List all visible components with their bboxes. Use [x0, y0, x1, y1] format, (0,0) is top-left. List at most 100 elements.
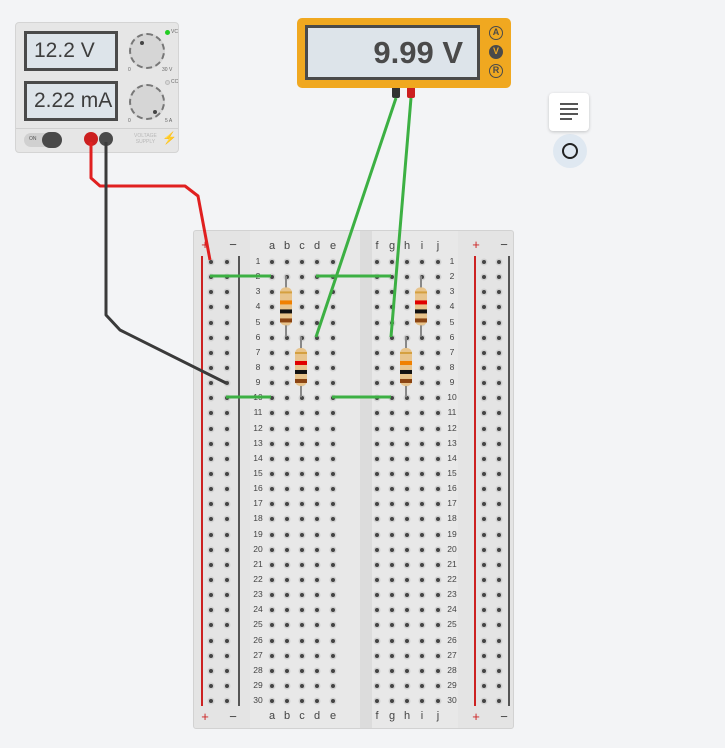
breadboard-hole[interactable]	[375, 683, 379, 688]
breadboard-hole[interactable]	[315, 426, 319, 431]
breadboard-hole[interactable]	[300, 699, 304, 704]
breadboard-hole[interactable]	[270, 668, 274, 673]
breadboard-hole[interactable]	[270, 653, 274, 658]
probe-negative[interactable]	[392, 88, 400, 98]
breadboard-hole[interactable]	[209, 365, 213, 370]
breadboard-hole[interactable]	[315, 653, 319, 658]
breadboard-hole[interactable]	[209, 608, 213, 613]
breadboard-hole[interactable]	[225, 320, 229, 325]
breadboard-hole[interactable]	[375, 699, 379, 704]
breadboard-hole[interactable]	[375, 562, 379, 567]
probe-positive[interactable]	[407, 88, 415, 98]
breadboard-hole[interactable]	[270, 275, 274, 280]
breadboard-hole[interactable]	[497, 532, 501, 537]
breadboard-hole[interactable]	[315, 365, 319, 370]
breadboard-hole[interactable]	[300, 456, 304, 461]
breadboard-hole[interactable]	[270, 699, 274, 704]
breadboard-hole[interactable]	[482, 562, 486, 567]
breadboard-hole[interactable]	[315, 638, 319, 643]
breadboard-hole[interactable]	[390, 623, 394, 628]
breadboard-hole[interactable]	[315, 487, 319, 492]
breadboard-hole[interactable]	[420, 441, 424, 446]
breadboard-hole[interactable]	[331, 683, 335, 688]
breadboard-hole[interactable]	[300, 547, 304, 552]
breadboard-hole[interactable]	[497, 471, 501, 476]
breadboard-hole[interactable]	[270, 320, 274, 325]
breadboard-hole[interactable]	[270, 562, 274, 567]
positive-terminal[interactable]	[84, 132, 98, 146]
breadboard-hole[interactable]	[300, 532, 304, 537]
breadboard-hole[interactable]	[375, 335, 379, 340]
breadboard-hole[interactable]	[285, 547, 289, 552]
power-switch[interactable]: ON	[24, 132, 62, 148]
breadboard-hole[interactable]	[375, 290, 379, 295]
breadboard-hole[interactable]	[285, 335, 289, 340]
breadboard-hole[interactable]	[436, 305, 440, 310]
breadboard-hole[interactable]	[285, 638, 289, 643]
breadboard-hole[interactable]	[331, 456, 335, 461]
breadboard-hole[interactable]	[270, 350, 274, 355]
breadboard-hole[interactable]	[270, 623, 274, 628]
breadboard-hole[interactable]	[405, 653, 409, 658]
breadboard-hole[interactable]	[405, 668, 409, 673]
breadboard-hole[interactable]	[225, 668, 229, 673]
breadboard-hole[interactable]	[405, 441, 409, 446]
breadboard-hole[interactable]	[209, 577, 213, 582]
breadboard-hole[interactable]	[405, 623, 409, 628]
breadboard-hole[interactable]	[285, 396, 289, 401]
breadboard-hole[interactable]	[436, 275, 440, 280]
breadboard-hole[interactable]	[375, 547, 379, 552]
mode-voltmeter-button[interactable]: V	[489, 45, 503, 59]
breadboard-hole[interactable]	[225, 456, 229, 461]
breadboard-hole[interactable]	[436, 290, 440, 295]
breadboard-hole[interactable]	[331, 532, 335, 537]
breadboard-hole[interactable]	[405, 305, 409, 310]
breadboard-hole[interactable]	[436, 456, 440, 461]
breadboard-hole[interactable]	[482, 653, 486, 658]
breadboard-hole[interactable]	[405, 502, 409, 507]
resistor-R4[interactable]	[400, 336, 412, 398]
breadboard-hole[interactable]	[209, 456, 213, 461]
breadboard-hole[interactable]	[331, 638, 335, 643]
breadboard-hole[interactable]	[436, 593, 440, 598]
breadboard-hole[interactable]	[390, 365, 394, 370]
breadboard-hole[interactable]	[270, 593, 274, 598]
breadboard-hole[interactable]	[285, 411, 289, 416]
breadboard-hole[interactable]	[225, 608, 229, 613]
breadboard-hole[interactable]	[331, 290, 335, 295]
breadboard-hole[interactable]	[375, 411, 379, 416]
breadboard-hole[interactable]	[300, 668, 304, 673]
breadboard-hole[interactable]	[270, 396, 274, 401]
breadboard-hole[interactable]	[285, 487, 289, 492]
breadboard-hole[interactable]	[405, 471, 409, 476]
breadboard-hole[interactable]	[405, 487, 409, 492]
breadboard-hole[interactable]	[209, 653, 213, 658]
breadboard-hole[interactable]	[420, 381, 424, 386]
breadboard-hole[interactable]	[482, 517, 486, 522]
breadboard-hole[interactable]	[225, 699, 229, 704]
breadboard-hole[interactable]	[390, 532, 394, 537]
breadboard-hole[interactable]	[285, 381, 289, 386]
breadboard-hole[interactable]	[482, 426, 486, 431]
breadboard-hole[interactable]	[375, 365, 379, 370]
breadboard-hole[interactable]	[209, 320, 213, 325]
breadboard-hole[interactable]	[225, 426, 229, 431]
breadboard-hole[interactable]	[331, 562, 335, 567]
breadboard-hole[interactable]	[405, 638, 409, 643]
breadboard-hole[interactable]	[497, 441, 501, 446]
breadboard-hole[interactable]	[209, 502, 213, 507]
breadboard-hole[interactable]	[225, 683, 229, 688]
breadboard-hole[interactable]	[436, 411, 440, 416]
breadboard-hole[interactable]	[420, 562, 424, 567]
breadboard-hole[interactable]	[331, 335, 335, 340]
breadboard-hole[interactable]	[300, 562, 304, 567]
breadboard-hole[interactable]	[375, 577, 379, 582]
breadboard-hole[interactable]	[285, 623, 289, 628]
breadboard-hole[interactable]	[225, 441, 229, 446]
breadboard-hole[interactable]	[420, 335, 424, 340]
breadboard-hole[interactable]	[270, 517, 274, 522]
breadboard-hole[interactable]	[225, 305, 229, 310]
breadboard-hole[interactable]	[270, 683, 274, 688]
breadboard-hole[interactable]	[497, 426, 501, 431]
breadboard-hole[interactable]	[390, 517, 394, 522]
